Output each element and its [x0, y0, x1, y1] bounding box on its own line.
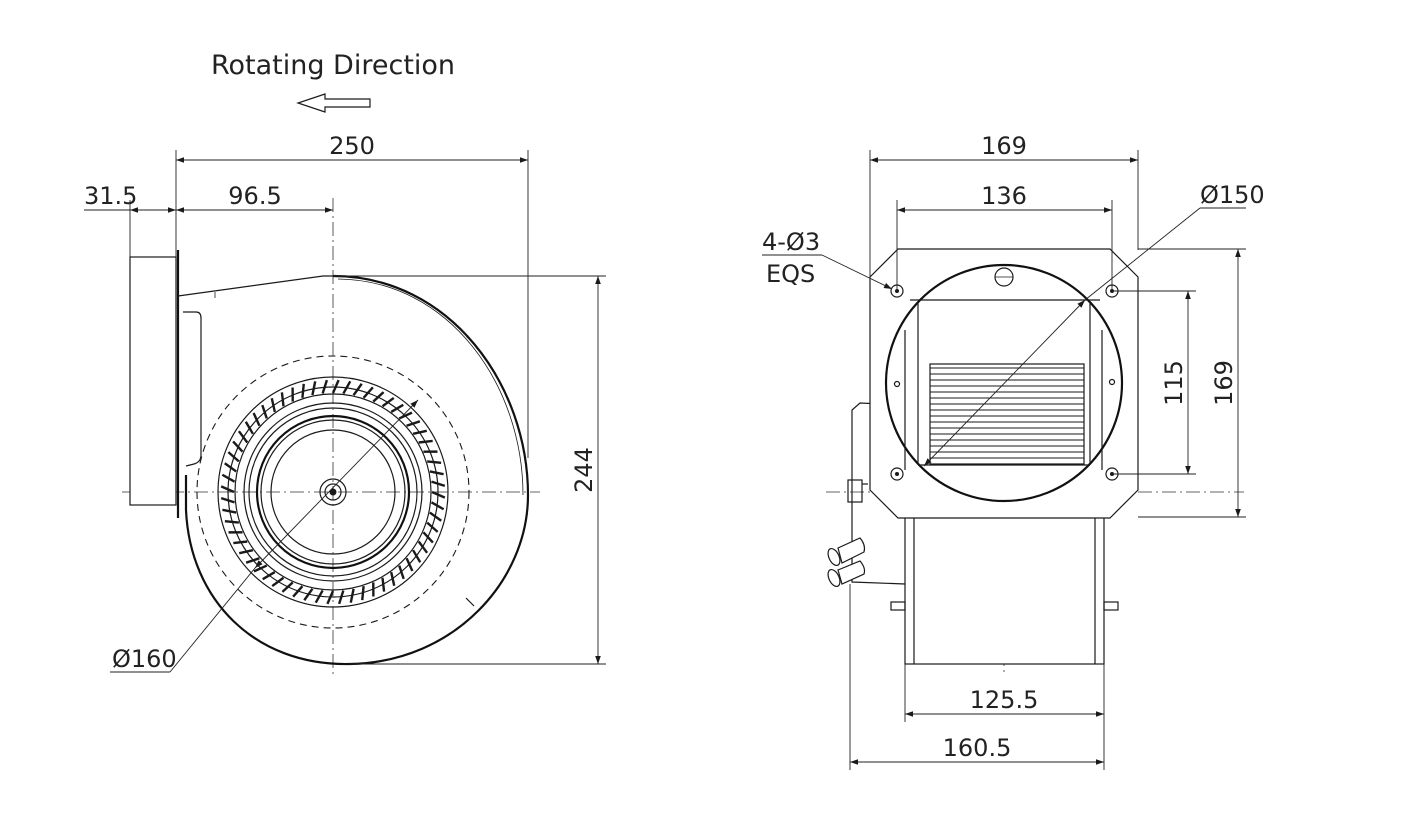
front-view: Ø160 250 96.5 31.5 244: [84, 132, 606, 678]
impeller-blade: [271, 576, 285, 588]
impeller-blade: [244, 421, 254, 435]
axis-offset-label: 96.5: [228, 182, 281, 210]
overall-depth-label: 160.5: [943, 734, 1012, 762]
impeller-blade: [301, 383, 305, 398]
impeller-blade: [232, 440, 244, 453]
impeller-blade: [405, 557, 414, 572]
impeller-blade: [426, 521, 439, 533]
impeller-blade: [311, 381, 317, 396]
impeller-blade: [314, 589, 324, 604]
inlet-offset-label: 31.5: [84, 182, 137, 210]
holes-count-label: 4-Ø3: [762, 228, 820, 256]
overall-width-label: 250: [329, 132, 375, 160]
inner-width-label: 125.5: [970, 686, 1039, 714]
side-view: 169 136 Ø150 4-Ø3 EQS 115 169 125.5: [762, 132, 1265, 770]
rotating-direction-arrow-icon: [296, 93, 371, 113]
impeller-blade: [352, 383, 363, 396]
impeller-diameter-label: Ø160: [112, 645, 177, 673]
impeller-blades: [220, 379, 446, 605]
cable-gland-icon: [827, 537, 866, 588]
impeller-blade: [224, 520, 239, 524]
impeller-blade: [417, 540, 429, 554]
impeller-blade: [303, 588, 314, 601]
impeller-blade: [429, 511, 442, 522]
impeller-blade: [321, 379, 329, 394]
impeller-blade: [381, 577, 386, 592]
impeller-blade: [227, 451, 240, 463]
impeller-blade: [292, 585, 304, 598]
hole-spacing-h-label: 136: [981, 182, 1027, 210]
rotating-direction-title: Rotating Direction: [211, 50, 455, 81]
impeller-blade: [418, 439, 433, 444]
height-label: 244: [570, 447, 598, 493]
impeller-blade: [270, 397, 276, 413]
impeller-blade: [431, 490, 446, 499]
impeller-blade: [221, 473, 236, 483]
impeller-blade: [222, 508, 237, 514]
impeller-blade: [237, 430, 249, 444]
impeller-blade: [224, 462, 237, 473]
impeller-blade: [233, 540, 248, 545]
impeller-blade: [412, 429, 428, 435]
impeller-blade: [326, 590, 335, 605]
impeller-blade: [390, 571, 396, 587]
impeller-blade: [362, 386, 374, 399]
impeller-blade: [349, 588, 355, 603]
inlet-diameter-label: Ø150: [1200, 181, 1265, 209]
impeller-blade: [431, 480, 446, 488]
impeller-blade: [262, 571, 276, 581]
impeller-blade: [342, 380, 352, 395]
impeller-blade: [331, 379, 340, 394]
impeller-blade: [430, 501, 445, 511]
impeller-blade: [280, 392, 285, 407]
hole-spacing-v-label: 115: [1160, 360, 1188, 406]
impeller-blade: [429, 470, 444, 476]
impeller-blade: [252, 412, 261, 427]
holes-spacing-note-label: EQS: [766, 260, 815, 288]
impeller-blade: [427, 460, 442, 464]
impeller-blade: [422, 531, 434, 544]
impeller-blade: [372, 391, 385, 403]
impeller-blade: [220, 485, 235, 494]
flange-height-label: 169: [1210, 360, 1238, 406]
impeller-blade: [337, 590, 345, 605]
flange-width-label: 169: [981, 132, 1027, 160]
impeller-blade: [220, 496, 235, 504]
impeller-blade: [238, 549, 254, 555]
impeller-blade: [361, 586, 365, 601]
impeller-blade: [281, 581, 294, 593]
